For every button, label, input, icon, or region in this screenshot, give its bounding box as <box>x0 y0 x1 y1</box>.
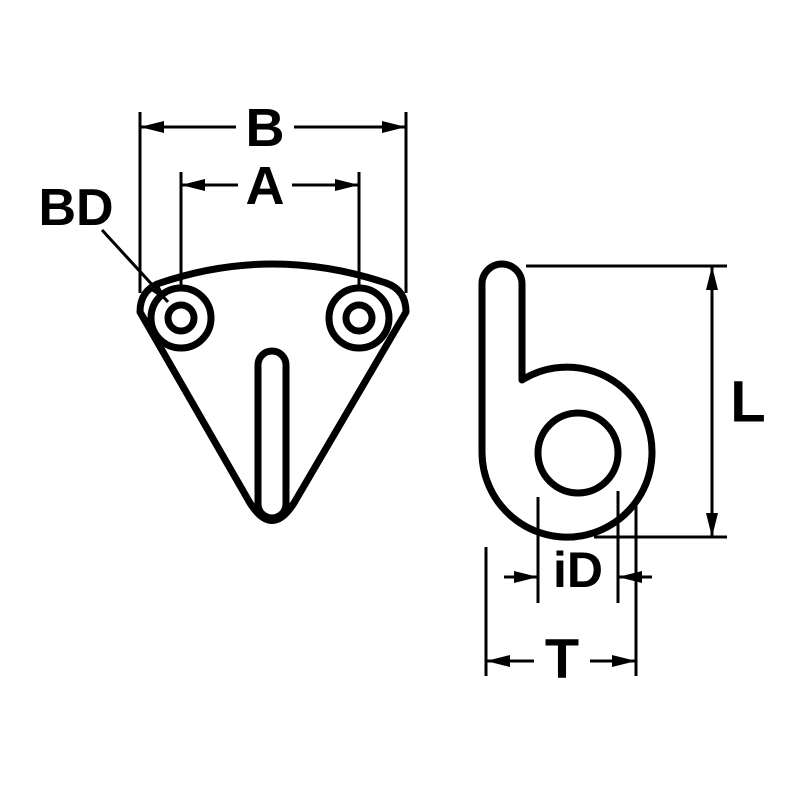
callout-BD: BD <box>38 179 170 304</box>
dim-label-BD: BD <box>38 179 113 237</box>
dim-label-B: B <box>246 98 285 158</box>
bd-leader-line <box>100 228 170 304</box>
dim-label-iD: iD <box>553 542 603 598</box>
left-hole-inner <box>164 301 198 335</box>
dimension-T: T <box>484 503 638 690</box>
front-view <box>136 260 410 524</box>
side-view <box>478 260 656 541</box>
hook-eye-inner-circle <box>534 409 622 497</box>
dimension-B: B <box>138 98 408 293</box>
hook-profile-outline <box>478 260 656 541</box>
dimension-iD: iD <box>504 491 652 603</box>
dim-label-L: L <box>730 370 765 435</box>
dim-label-A: A <box>246 156 285 216</box>
right-hole-inner <box>342 301 376 335</box>
dimension-L: L <box>526 264 766 539</box>
dim-label-T: T <box>545 627 579 690</box>
hook-post-front <box>254 347 290 522</box>
dimension-A: A <box>179 156 361 290</box>
